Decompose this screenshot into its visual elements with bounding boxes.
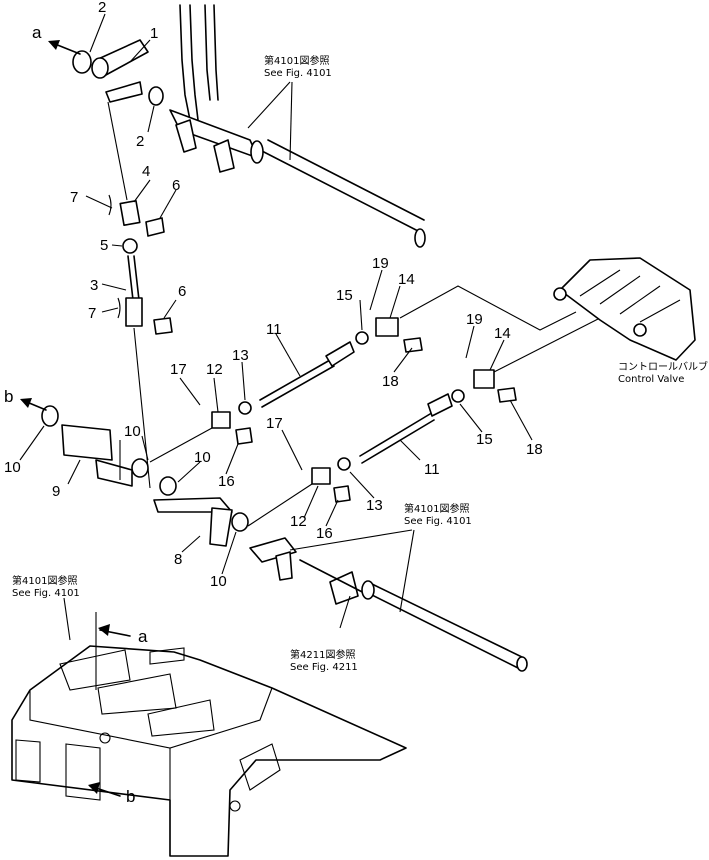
leader-lines <box>19 13 533 575</box>
reference-note-en: See Fig. 4101 <box>264 68 332 79</box>
reference-note-jp: 第4101図参照 <box>264 54 329 67</box>
linkage-lower <box>311 317 601 503</box>
callout-17: 17 <box>170 361 187 378</box>
arrow-label-a: a <box>138 627 148 646</box>
callout-10: 10 <box>124 423 141 440</box>
callout-15: 15 <box>476 431 493 448</box>
callout-13: 13 <box>366 497 383 514</box>
callout-16: 16 <box>218 473 235 490</box>
control-valve <box>553 257 696 361</box>
callout-17: 17 <box>266 415 283 432</box>
arrow-a-bottom <box>98 624 131 637</box>
callout-16: 16 <box>316 525 333 542</box>
callout-4: 4 <box>142 163 150 180</box>
lower-shaft <box>249 537 528 672</box>
callout-6: 6 <box>178 283 186 300</box>
reference-note-en: See Fig. 4101 <box>12 588 80 599</box>
callout-10: 10 <box>194 449 211 466</box>
reference-note-jp: 第4101図参照 <box>12 574 77 587</box>
reference-note-en: See Fig. 4101 <box>404 516 472 527</box>
callout-8: 8 <box>174 551 182 568</box>
arrow-a-top <box>48 40 81 55</box>
callout-5: 5 <box>100 237 108 254</box>
control-valve-label-jp: コントロールバルブ <box>618 360 708 373</box>
callout-11: 11 <box>424 461 440 478</box>
callout-2: 2 <box>98 0 106 16</box>
callout-6: 6 <box>172 177 180 194</box>
arrow-b-bottom <box>88 782 121 797</box>
upper-cable-shaft <box>169 4 426 248</box>
arrow-label-b: b <box>126 787 135 806</box>
arrow-b-left <box>20 398 47 411</box>
callout-14: 14 <box>494 325 511 342</box>
reference-arrows <box>63 81 415 641</box>
control-valve-label-en: Control Valve <box>618 374 684 385</box>
callout-7: 7 <box>70 189 78 206</box>
lever-9 <box>41 405 149 487</box>
callout-13: 13 <box>232 347 249 364</box>
callout-7: 7 <box>88 305 96 322</box>
callout-10: 10 <box>210 573 227 590</box>
link-lines <box>119 427 313 527</box>
arrow-label-a: a <box>32 23 42 42</box>
callout-2: 2 <box>136 133 144 150</box>
callout-9: 9 <box>52 483 60 500</box>
callout-15: 15 <box>336 287 353 304</box>
reference-note-en: See Fig. 4211 <box>290 662 358 673</box>
linkage-upper <box>211 285 577 445</box>
rod-3-assembly <box>107 101 173 489</box>
frame-body <box>11 612 407 857</box>
callout-10: 10 <box>4 459 21 476</box>
callout-18: 18 <box>526 441 543 458</box>
callout-19: 19 <box>466 311 483 328</box>
reference-note-jp: 第4211図参照 <box>290 648 355 661</box>
lever-1 <box>72 39 164 106</box>
callout-12: 12 <box>206 361 223 378</box>
callout-14: 14 <box>398 271 415 288</box>
callout-19: 19 <box>372 255 389 272</box>
callout-12: 12 <box>290 513 307 530</box>
callout-1: 1 <box>150 25 158 42</box>
callout-18: 18 <box>382 373 399 390</box>
reference-note-jp: 第4101図参照 <box>404 502 469 515</box>
callout-3: 3 <box>90 277 98 294</box>
callout-11: 11 <box>266 321 282 338</box>
lever-8 <box>153 476 249 547</box>
arrow-label-b: b <box>4 387 13 406</box>
